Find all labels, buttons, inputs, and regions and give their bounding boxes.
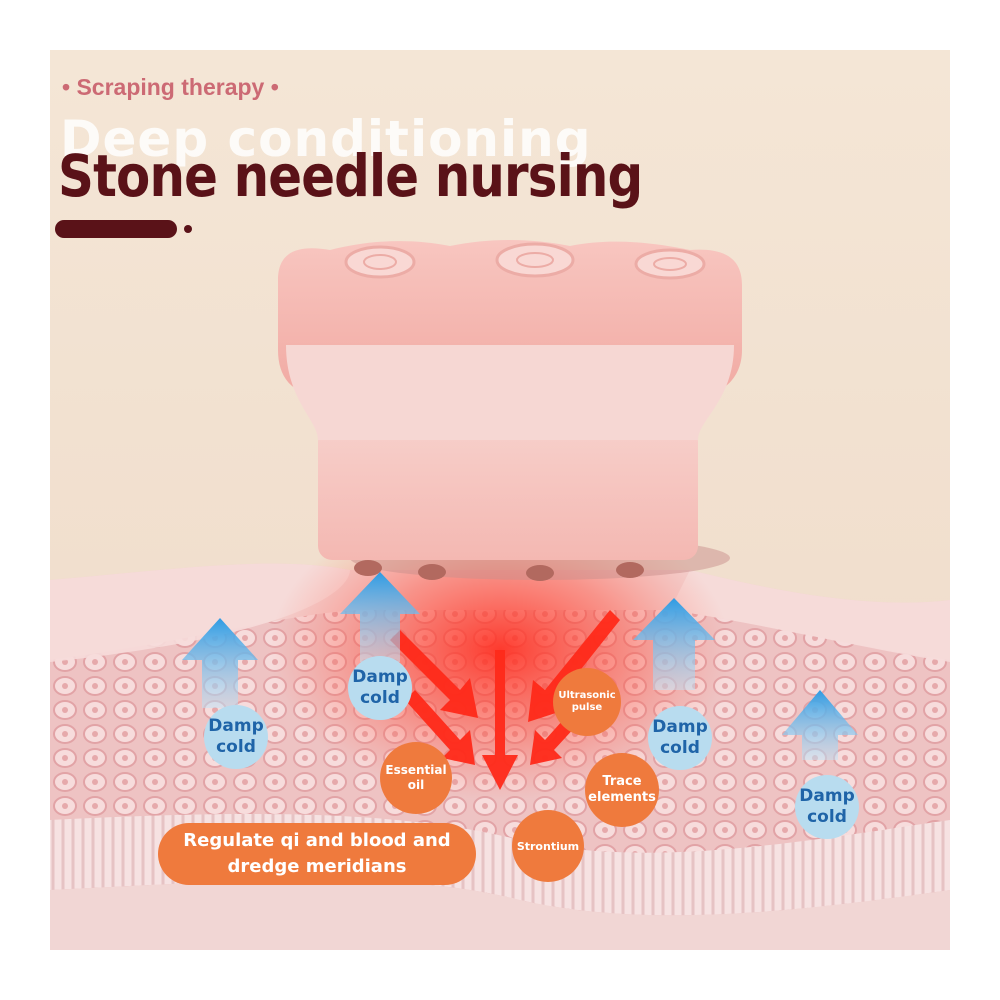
ultrasonic-pulse-badge: Ultrasonic pulse	[553, 668, 621, 736]
device-graphic	[278, 240, 742, 581]
ghost-title: Deep conditioning	[60, 110, 592, 168]
damp-cold-bubble: Damp cold	[648, 706, 712, 770]
damp-cold-bubble: Damp cold	[348, 656, 412, 720]
section-kicker: • Scraping therapy •	[62, 74, 279, 100]
strontium-badge: Strontium	[512, 810, 584, 882]
damp-cold-bubble: Damp cold	[795, 775, 859, 839]
benefit-pill: Regulate qi and blood and dredge meridia…	[158, 823, 476, 885]
essential-oil-badge: Essential oil	[380, 742, 452, 814]
trace-elements-badge: Trace elements	[585, 753, 659, 827]
page-title: Stone needle nursing	[58, 142, 643, 210]
damp-cold-bubble: Damp cold	[204, 705, 268, 769]
product-illustration: • Scraping therapy • Deep conditioning S…	[50, 50, 950, 950]
